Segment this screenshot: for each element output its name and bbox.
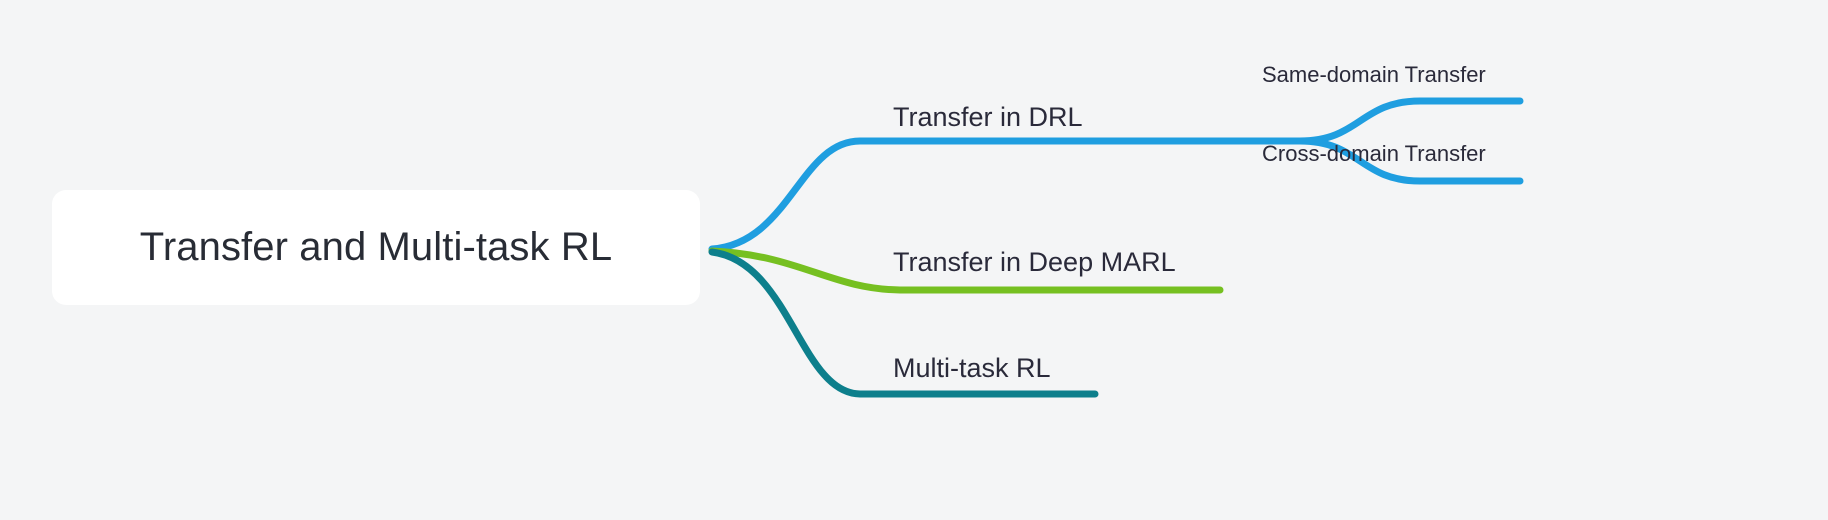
branch-label-transfer-in-deep-marl[interactable]: Transfer in Deep MARL: [893, 247, 1176, 277]
branch-path-cross-domain-transfer: [1296, 137, 1524, 185]
branch-path-multi-task-rl: [708, 248, 1099, 398]
branch-path-transfer-in-deep-marl: [708, 247, 1224, 294]
branch-label-transfer-in-drl[interactable]: Transfer in DRL: [893, 102, 1083, 132]
root-node-label: Transfer and Multi-task RL: [139, 225, 613, 269]
branch-path-transfer-in-drl: [708, 137, 1304, 253]
leaf-label-same-domain-transfer[interactable]: Same-domain Transfer: [1262, 62, 1486, 87]
root-node[interactable]: Transfer and Multi-task RL: [52, 190, 700, 305]
branch-label-multi-task-rl[interactable]: Multi-task RL: [893, 353, 1051, 383]
leaf-label-cross-domain-transfer[interactable]: Cross-domain Transfer: [1262, 141, 1486, 166]
branch-path-same-domain-transfer: [1296, 97, 1524, 145]
